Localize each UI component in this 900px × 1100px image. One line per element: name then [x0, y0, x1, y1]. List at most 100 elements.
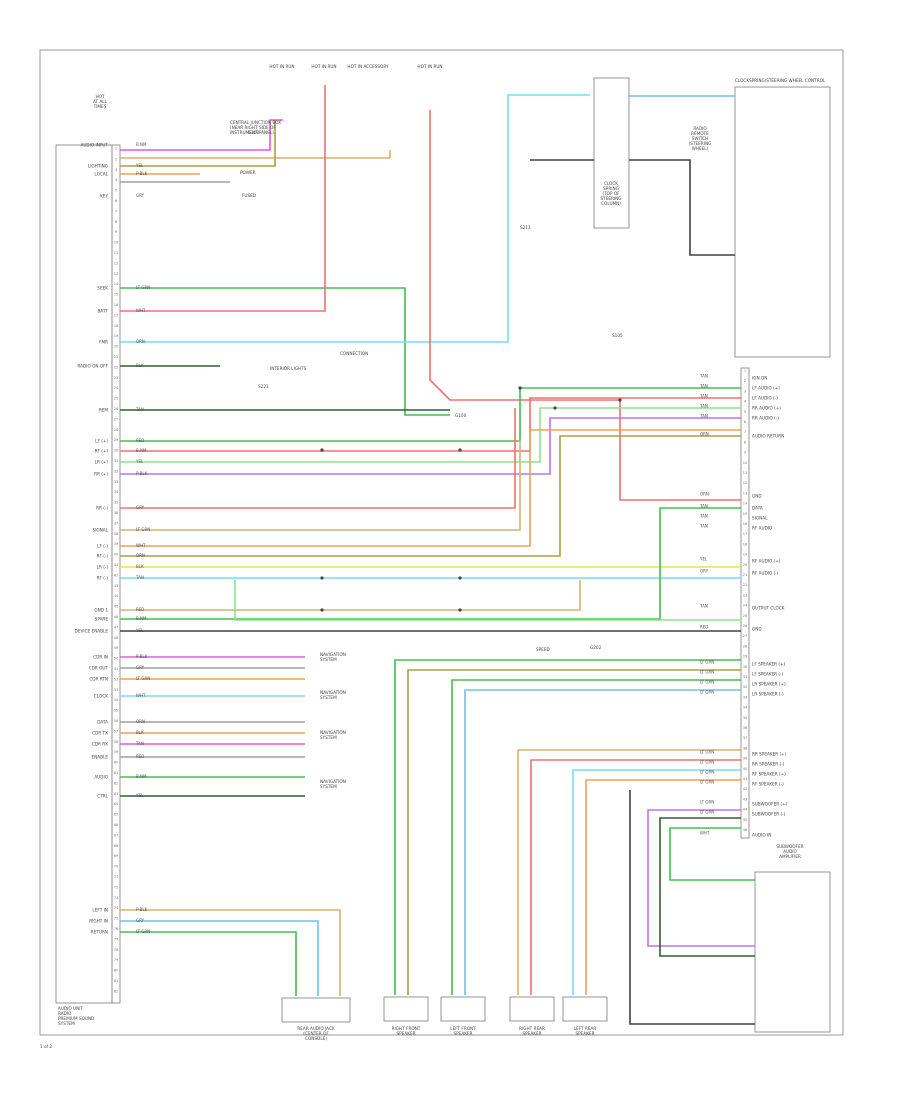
right-pin-label: LR SPEAKER (-) [752, 692, 784, 697]
radio-footer: SYSTEM [58, 1021, 75, 1026]
wire-violet-rr [120, 417, 741, 475]
right-pin-number: 26 [743, 624, 748, 628]
wire-color-code: TAN [699, 394, 708, 399]
left-pin-label: CDR RX [92, 742, 108, 747]
wire-color-code: WHT [136, 693, 146, 698]
right-pin-number: 8 [744, 440, 747, 444]
right-pin-number: 32 [743, 685, 748, 689]
left-pin-number: 78 [114, 948, 119, 952]
amplifier-connector-strip [740, 367, 750, 839]
subsystem-label: NAVIGATION [320, 779, 346, 784]
wire-cyan-fmr [120, 94, 590, 343]
left-pin-number: 62 [114, 781, 119, 785]
wire-color-code: ORN [136, 339, 145, 344]
left-pin-number: 75 [114, 917, 119, 921]
left-pin-number: 82 [114, 989, 119, 993]
left-pin-label: RIGHT IN [89, 919, 108, 924]
radio-footer: RADIO [58, 1011, 72, 1016]
wire-color-code: TAN [135, 741, 144, 746]
left-pin-number: 31 [114, 459, 119, 463]
wire-color-code: TAN [699, 374, 708, 379]
left-pin-number: 52 [114, 677, 119, 681]
left-pin-number: 10 [114, 241, 119, 245]
left-pin-label: CLOCK [94, 694, 108, 699]
wire-jack-right [120, 920, 319, 996]
right-pin-number: 19 [743, 553, 748, 557]
left-pin-number: 76 [114, 927, 119, 931]
splice-dot [518, 386, 522, 390]
left-pin-number: 21 [114, 355, 119, 359]
wire-color-code: GRY [136, 193, 145, 198]
left-pin-number: 2 [115, 157, 117, 161]
left-pin-label: CDR OUT [89, 666, 109, 671]
wire-color-code: LT GRN [700, 810, 714, 815]
hot-at-all-times-label: AT ALL [93, 99, 108, 104]
left-pin-label: AUDIO INPUT [80, 143, 108, 148]
left-pin-number: 51 [114, 667, 119, 671]
amplifier-footer: AMPLIFIER [779, 854, 801, 859]
splice-dot [618, 398, 622, 402]
left-pin-number: 23 [114, 376, 119, 380]
right-pin-number: 15 [743, 512, 748, 516]
central-junction-label: (NEAR RIGHT SIDE OF [230, 125, 276, 130]
left-pin-number: 35 [114, 501, 119, 505]
left-pin-number: 58 [114, 740, 119, 744]
right-pin-label: RF AUDIO (+) [752, 559, 781, 564]
amplifier-footer: AUDIO [783, 849, 797, 854]
right-pin-number: 31 [743, 675, 748, 679]
wire-steer-b [629, 159, 735, 256]
clockspring-label: (TOP OF [602, 191, 620, 196]
left-pin-number: 30 [114, 449, 119, 453]
left-pin-number: 73 [114, 896, 119, 900]
hot-at-all-times-label: HOT [95, 94, 104, 99]
wire-color-code: TAN [135, 407, 144, 412]
left-pin-label: DATA [97, 720, 108, 725]
wire-green-spare [120, 507, 741, 620]
left-pin-number: 41 [114, 563, 119, 567]
wire-pink-top [120, 119, 283, 151]
small-label: INTERIOR LIGHTS [270, 366, 307, 371]
left-pin-number: 1 [115, 147, 117, 151]
left-pin-number: 6 [115, 199, 118, 203]
wire-color-code: TAN [699, 504, 708, 509]
left-pin-label: CDR IN [93, 655, 108, 660]
subsystem-label: NAVIGATION [320, 652, 346, 657]
left-pin-number: 38 [114, 532, 119, 536]
wire-color-code: LT GRN [700, 760, 714, 765]
left-pin-label: SPARE [95, 617, 109, 622]
wire-color-code: LT GRN [700, 770, 714, 775]
left-pin-number: 56 [114, 719, 119, 723]
wire-lf-spk-plus [451, 679, 741, 995]
left-pin-number: 12 [114, 261, 119, 265]
wire-green-lf [120, 387, 741, 442]
small-label: G100 [455, 413, 467, 418]
left-pin-number: 37 [114, 521, 119, 525]
right-pin-label: RF SPEAKER (+) [752, 772, 786, 777]
wire-color-code: ORN [700, 492, 709, 497]
right-pin-label: LF SPEAKER (+) [752, 662, 786, 667]
wire-sub-gnd [629, 790, 755, 1025]
right-pin-number: 46 [743, 828, 748, 832]
right-pin-number: 22 [743, 583, 748, 587]
clockspring-box [593, 77, 630, 229]
wire-color-code: YEL [135, 163, 144, 168]
left-pin-number: 11 [114, 251, 119, 255]
central-junction-label: INSTRUMENT PANEL) [230, 130, 274, 135]
left-pin-number: 57 [114, 729, 119, 733]
right-pin-label: LR SPEAKER (+) [752, 682, 786, 687]
left-pin-number: 44 [114, 594, 119, 598]
right-pin-number: 13 [743, 491, 748, 495]
left-pin-number: 34 [114, 490, 119, 494]
left-pin-number: 60 [114, 761, 119, 765]
right-pin-number: 28 [743, 644, 748, 648]
right-pin-label: AUDIO IN [752, 833, 771, 838]
wire-lr-spk-minus [585, 779, 741, 995]
left-pin-number: 79 [114, 958, 119, 962]
left-pin-label: AUDIO [94, 775, 108, 780]
wire-color-code: LT GRN [136, 676, 150, 681]
right-pin-number: 4 [744, 400, 747, 404]
right-pin-number: 27 [743, 634, 748, 638]
wire-color-code: LT GRN [700, 780, 714, 785]
wire-sub-plus [647, 809, 755, 947]
